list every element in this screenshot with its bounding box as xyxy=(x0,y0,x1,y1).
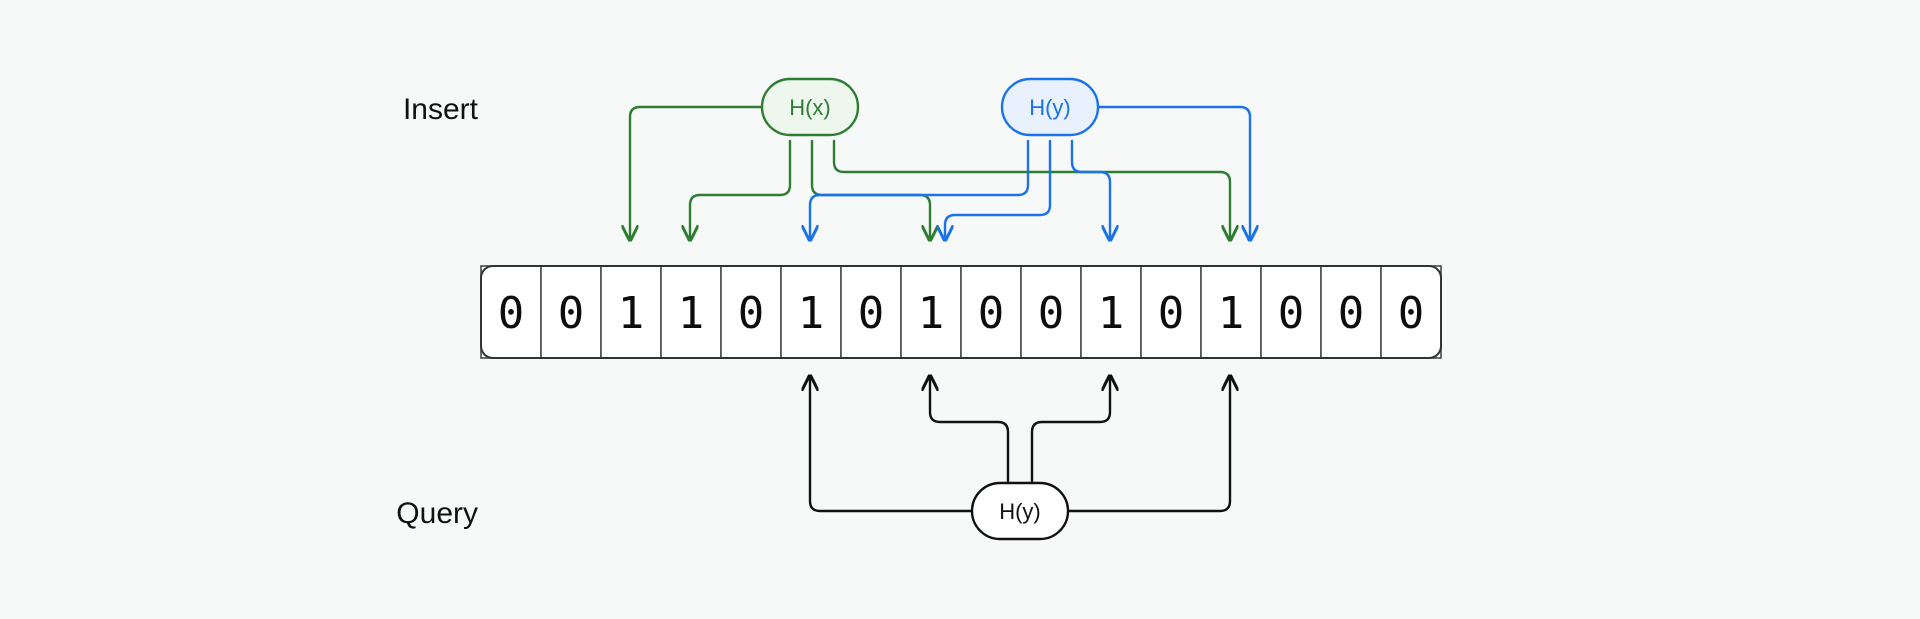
bit-cell-value: 0 xyxy=(1038,288,1065,339)
insert-wires-blue xyxy=(810,105,1250,240)
bit-cell-value: 1 xyxy=(918,288,945,339)
insert-node-hx[interactable]: H(x) xyxy=(760,77,860,137)
bit-cell-value: 1 xyxy=(678,288,705,339)
hy-pill-shape xyxy=(1000,77,1100,137)
bit-cell[interactable]: 1 xyxy=(600,265,662,359)
bit-cell[interactable]: 0 xyxy=(1260,265,1322,359)
bit-cell-value: 1 xyxy=(618,288,645,339)
bit-cell[interactable]: 0 xyxy=(720,265,782,359)
query-wire-4 xyxy=(1066,376,1230,513)
bit-cell-box xyxy=(1320,265,1382,359)
bit-cell-value: 0 xyxy=(858,288,885,339)
query-wire-3 xyxy=(1030,376,1110,485)
bit-cell-value: 0 xyxy=(498,288,525,339)
bit-cell[interactable]: 1 xyxy=(660,265,722,359)
bit-cell-value: 0 xyxy=(738,288,765,339)
query-wire-2 xyxy=(930,376,1010,485)
bit-cell-value: 1 xyxy=(1218,288,1245,339)
bit-cell-value: 0 xyxy=(1398,288,1425,339)
bit-cell[interactable]: 0 xyxy=(1140,265,1202,359)
query-hy-label: H(y) xyxy=(999,499,1041,524)
blue-wire-3 xyxy=(945,139,1052,240)
bit-cell-box xyxy=(900,265,962,359)
blue-wire-4 xyxy=(1070,139,1110,240)
green-wire-1 xyxy=(630,105,764,240)
hx-pill-shape xyxy=(760,77,860,137)
bit-cell[interactable]: 0 xyxy=(840,265,902,359)
bit-cell-value: 0 xyxy=(978,288,1005,339)
bit-cell-value: 1 xyxy=(798,288,825,339)
bit-cell[interactable]: 1 xyxy=(1080,265,1142,359)
bit-cell-box xyxy=(960,265,1022,359)
bit-cell-box xyxy=(780,265,842,359)
bit-cell[interactable]: 1 xyxy=(900,265,962,359)
bit-cell[interactable]: 1 xyxy=(1200,265,1262,359)
bit-cell-value: 0 xyxy=(1278,288,1305,339)
green-wire-2 xyxy=(690,139,792,240)
bit-cell-value: 0 xyxy=(558,288,585,339)
bit-cell[interactable]: 0 xyxy=(1320,265,1382,359)
insert-node-hy[interactable]: H(y) xyxy=(1000,77,1100,137)
query-label: Query xyxy=(396,497,478,530)
blue-wire-1 xyxy=(1096,105,1250,240)
bit-cell[interactable]: 0 xyxy=(480,265,542,359)
hx-label: H(x) xyxy=(789,95,831,120)
bit-cell[interactable]: 0 xyxy=(1020,265,1082,359)
query-node-hy[interactable]: H(y) xyxy=(970,481,1070,541)
query-wires xyxy=(810,376,1230,513)
bit-cell-value: 0 xyxy=(1158,288,1185,339)
bit-cell-box xyxy=(600,265,662,359)
bit-array-outline xyxy=(480,265,1442,359)
query-wire-1 xyxy=(810,376,974,513)
bit-cell-value: 0 xyxy=(1338,288,1365,339)
blue-wire-2 xyxy=(810,139,1030,240)
bit-cell[interactable]: 1 xyxy=(780,265,842,359)
insert-label: Insert xyxy=(403,93,479,126)
bit-cell-value: 1 xyxy=(1098,288,1125,339)
bit-cell[interactable]: 0 xyxy=(1380,265,1442,359)
bit-cell-box xyxy=(1380,265,1442,359)
query-hy-pill-shape xyxy=(970,481,1070,541)
hy-label: H(y) xyxy=(1029,95,1071,120)
green-wire-4 xyxy=(832,139,1230,240)
bit-cell[interactable]: 0 xyxy=(540,265,602,359)
bit-cell[interactable]: 0 xyxy=(960,265,1022,359)
